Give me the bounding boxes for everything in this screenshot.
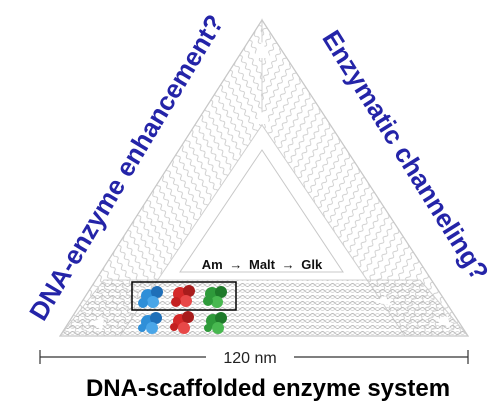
pathway-arrow-1: →: [229, 257, 242, 272]
pathway-step-malt: Malt: [249, 257, 276, 272]
seam-notch: [254, 112, 270, 124]
seam-notch: [253, 42, 271, 58]
figure-caption: DNA-scaffolded enzyme system: [86, 375, 450, 402]
triangle-inner-hole: [179, 149, 344, 273]
amylase-enzyme: [138, 286, 163, 308]
seam-notch: [375, 296, 393, 306]
scale-label: 120 nm: [223, 350, 276, 367]
glucokinase-enzyme: [203, 286, 227, 308]
amylase-enzyme: [138, 312, 162, 334]
pathway-arrow-2: →: [282, 257, 295, 272]
pathway-step-am: Am: [202, 257, 223, 272]
scale-bar: 120 nm: [39, 350, 469, 367]
pathway-label: Am → Malt → Glk: [202, 257, 323, 272]
triangle-outline: [58, 18, 470, 337]
maltase-enzyme: [171, 285, 195, 307]
seam-notch: [435, 316, 450, 328]
enzyme-highlight-box: [131, 281, 237, 311]
maltase-enzyme: [170, 311, 194, 334]
triangle-bottom-arm: [58, 279, 470, 337]
glucokinase-enzyme: [204, 312, 227, 334]
seam-notch: [90, 318, 104, 330]
pathway-step-glk: Glk: [301, 257, 323, 272]
enzyme-cluster: [131, 281, 237, 334]
